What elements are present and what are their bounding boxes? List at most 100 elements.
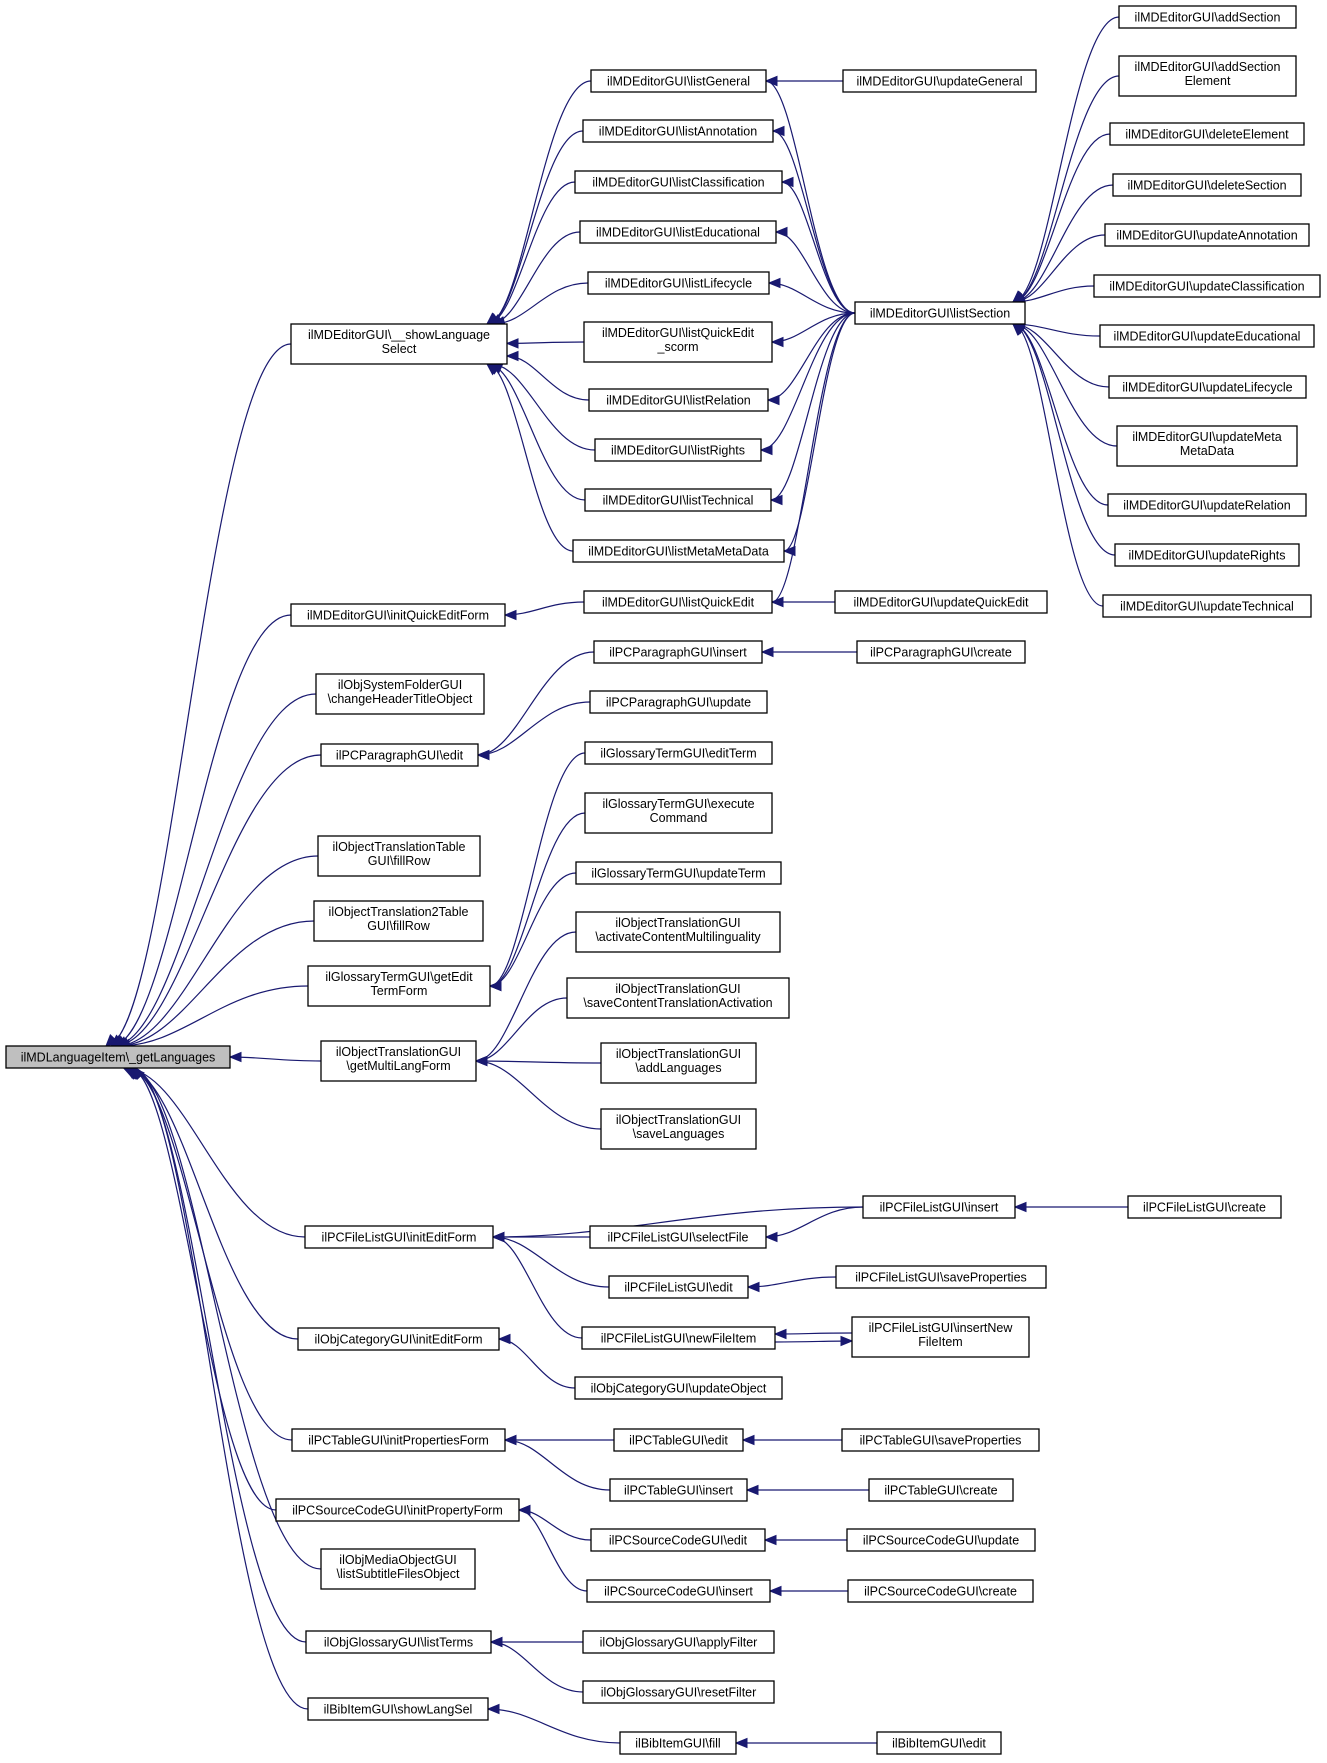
node-updateRelation[interactable]: ilMDEditorGUI\updateRelation xyxy=(1107,493,1307,517)
node-box xyxy=(613,1428,744,1452)
edge-arrowhead xyxy=(780,176,794,188)
edge-objTransSaveLang-to-objTransMulti xyxy=(474,1055,602,1130)
node-listRelation[interactable]: ilMDEditorGUI\listRelation xyxy=(588,388,769,412)
node-deleteSection[interactable]: ilMDEditorGUI\deleteSection xyxy=(1112,173,1302,197)
node-pcFileSelect[interactable]: ilPCFileListGUI\selectFile xyxy=(589,1225,767,1249)
node-pcFileEdit[interactable]: ilPCFileListGUI\edit xyxy=(608,1275,749,1299)
node-objTransActivate[interactable]: ilObjectTranslationGUI\activateContentMu… xyxy=(575,911,781,953)
node-objGlossList[interactable]: ilObjGlossaryGUI\listTerms xyxy=(305,1630,492,1654)
edge-pcSrcInsert-to-pcSrcInit xyxy=(517,1504,588,1592)
edge-listRelation-to-showLang xyxy=(505,350,590,401)
node-glossEditTerm[interactable]: ilGlossaryTermGUI\editTerm xyxy=(584,741,773,765)
node-objTransSave[interactable]: ilObjectTranslationGUI\saveContentTransl… xyxy=(566,977,790,1019)
edge-arrowhead xyxy=(105,1034,118,1047)
node-pcTableInsert[interactable]: ilPCTableGUI\insert xyxy=(609,1478,748,1502)
node-initQuickEdit[interactable]: ilMDEditorGUI\initQuickEditForm xyxy=(290,603,506,627)
node-pcTableInit[interactable]: ilPCTableGUI\initPropertiesForm xyxy=(291,1428,506,1452)
edge-pcFileInsert-to-pcFileSelect xyxy=(764,1206,864,1243)
node-label: ilBibItemGUI\showLangSel xyxy=(324,1703,473,1717)
node-pcSrcEdit[interactable]: ilPCSourceCodeGUI\edit xyxy=(590,1528,766,1552)
node-listQuickEdit[interactable]: ilMDEditorGUI\listQuickEdit xyxy=(583,590,773,614)
node-glossUpdateTerm[interactable]: ilGlossaryTermGUI\updateTerm xyxy=(575,861,782,885)
node-listAnnotation[interactable]: ilMDEditorGUI\listAnnotation xyxy=(582,119,774,143)
edge-arrowhead xyxy=(505,350,519,362)
node-box xyxy=(572,539,785,563)
node-objGlossApply[interactable]: ilObjGlossaryGUI\applyFilter xyxy=(582,1630,775,1654)
node-pcFileSaveProps[interactable]: ilPCFileListGUI\saveProperties xyxy=(835,1265,1047,1289)
node-deleteElement[interactable]: ilMDEditorGUI\deleteElement xyxy=(1109,122,1305,146)
node-bibEdit[interactable]: ilBibItemGUI\edit xyxy=(876,1731,1002,1755)
node-bibFill[interactable]: ilBibItemGUI\fill xyxy=(619,1731,737,1755)
node-label: ilMDLanguageItem\_getLanguages xyxy=(21,1051,216,1065)
node-listGeneral[interactable]: ilMDEditorGUI\listGeneral xyxy=(590,69,767,93)
node-updateRights[interactable]: ilMDEditorGUI\updateRights xyxy=(1114,543,1300,567)
node-pcSrcUpdate[interactable]: ilPCSourceCodeGUI\update xyxy=(846,1528,1036,1552)
node-listQuickEditScorm[interactable]: ilMDEditorGUI\listQuickEdit_scorm xyxy=(583,321,773,363)
node-pcFileCreate[interactable]: ilPCFileListGUI\create xyxy=(1127,1195,1282,1219)
node-updateClassification[interactable]: ilMDEditorGUI\updateClassification xyxy=(1093,274,1321,298)
node-box xyxy=(584,741,773,765)
node-label: ilPCTableGUI\saveProperties xyxy=(860,1434,1022,1448)
node-objTransAdd[interactable]: ilObjectTranslationGUI\addLanguages xyxy=(600,1042,757,1084)
node-listClassification[interactable]: ilMDEditorGUI\listClassification xyxy=(574,170,783,194)
node-addSection[interactable]: ilMDEditorGUI\addSection xyxy=(1118,5,1297,29)
edge-line xyxy=(775,231,856,314)
node-pcFileInsert[interactable]: ilPCFileListGUI\insert xyxy=(862,1195,1016,1219)
node-listMetaMetaData[interactable]: ilMDEditorGUI\listMetaMetaData xyxy=(572,539,785,563)
node-pcParaUpdate[interactable]: ilPCParagraphGUI\update xyxy=(589,690,768,714)
node-label: ilObjectTranslationGUI xyxy=(336,1045,461,1059)
node-objMediaList[interactable]: ilObjMediaObjectGUI\listSubtitleFilesObj… xyxy=(320,1548,476,1590)
node-pcTableEdit[interactable]: ilPCTableGUI\edit xyxy=(613,1428,744,1452)
node-objSysFolder[interactable]: ilObjSystemFolderGUI\changeHeaderTitleOb… xyxy=(315,673,485,715)
node-updateGeneral[interactable]: ilMDEditorGUI\updateGeneral xyxy=(842,69,1037,93)
node-label: Select xyxy=(382,342,417,356)
node-box xyxy=(583,590,773,614)
node-objTransMulti[interactable]: ilObjectTranslationGUI\getMultiLangForm xyxy=(320,1040,477,1082)
node-objTransSaveLang[interactable]: ilObjectTranslationGUI\saveLanguages xyxy=(600,1108,757,1150)
node-listSection[interactable]: ilMDEditorGUI\listSection xyxy=(854,301,1026,325)
node-listLifecycle[interactable]: ilMDEditorGUI\listLifecycle xyxy=(587,271,770,295)
node-updateTechnical[interactable]: ilMDEditorGUI\updateTechnical xyxy=(1102,594,1312,618)
node-updateLifecycle[interactable]: ilMDEditorGUI\updateLifecycle xyxy=(1108,375,1307,399)
node-bibShow[interactable]: ilBibItemGUI\showLangSel xyxy=(307,1697,489,1721)
node-updateAnnotation[interactable]: ilMDEditorGUI\updateAnnotation xyxy=(1104,223,1310,247)
node-objCatInit[interactable]: ilObjCategoryGUI\initEditForm xyxy=(297,1327,500,1351)
node-pcParaInsert[interactable]: ilPCParagraphGUI\insert xyxy=(593,640,763,664)
node-updateQuickEdit[interactable]: ilMDEditorGUI\updateQuickEdit xyxy=(834,590,1048,614)
node-pcSrcInsert[interactable]: ilPCSourceCodeGUI\insert xyxy=(586,1579,771,1603)
node-box xyxy=(862,1195,1016,1219)
node-label: ilMDEditorGUI\updateEducational xyxy=(1114,330,1301,344)
node-label: ilMDEditorGUI\updateGeneral xyxy=(856,75,1022,89)
node-box xyxy=(587,271,770,295)
node-pcParaEdit[interactable]: ilPCParagraphGUI\edit xyxy=(320,743,479,767)
node-pcFileNewItem[interactable]: ilPCFileListGUI\newFileItem xyxy=(581,1326,776,1350)
node-label: ilObjectTranslationGUI xyxy=(615,982,740,996)
node-label: ilGlossaryTermGUI\getEdit xyxy=(325,970,473,984)
node-pcSrcInit[interactable]: ilPCSourceCodeGUI\initPropertyForm xyxy=(275,1498,520,1522)
node-pcFileInit[interactable]: ilPCFileListGUI\initEditForm xyxy=(304,1225,494,1249)
node-listEducational[interactable]: ilMDEditorGUI\listEducational xyxy=(579,220,777,244)
node-pcParaCreate[interactable]: ilPCParagraphGUI\create xyxy=(856,640,1026,664)
node-pcSrcCreate[interactable]: ilPCSourceCodeGUI\create xyxy=(847,1579,1034,1603)
edge-line xyxy=(487,1708,621,1744)
node-root[interactable]: ilMDLanguageItem\_getLanguages xyxy=(5,1045,231,1069)
node-updateEducational[interactable]: ilMDEditorGUI\updateEducational xyxy=(1099,324,1315,348)
node-listTechnical[interactable]: ilMDEditorGUI\listTechnical xyxy=(584,488,772,512)
node-objGlossReset[interactable]: ilObjGlossaryGUI\resetFilter xyxy=(582,1680,775,1704)
node-pcTableCreate[interactable]: ilPCTableGUI\create xyxy=(868,1478,1014,1502)
node-objCatUpdate[interactable]: ilObjCategoryGUI\updateObject xyxy=(574,1376,783,1400)
node-box xyxy=(566,977,790,1019)
node-listRights[interactable]: ilMDEditorGUI\listRights xyxy=(594,438,762,462)
node-box xyxy=(575,861,782,885)
node-box xyxy=(5,1045,231,1069)
node-pcTableSaveProps[interactable]: ilPCTableGUI\saveProperties xyxy=(841,1428,1040,1452)
edge-arrowhead xyxy=(505,338,519,349)
